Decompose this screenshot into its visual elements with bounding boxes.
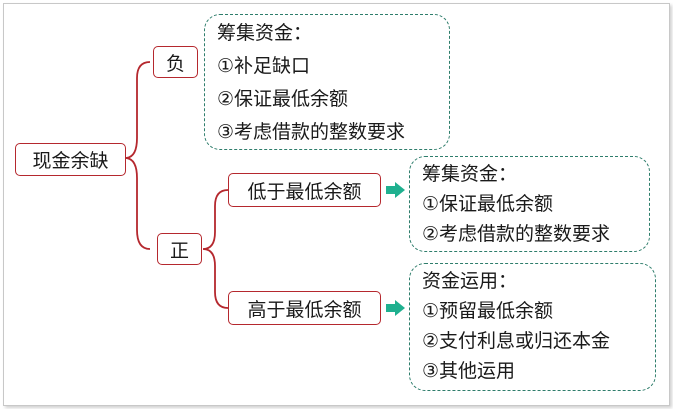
note-line: 筹集资金： (217, 22, 313, 44)
positive-node: 正 (157, 233, 202, 265)
root-label: 现金余缺 (32, 150, 109, 172)
below-min-node: 低于最低余额 (228, 173, 381, 207)
root-bracket (124, 61, 151, 250)
negative-label: 负 (165, 52, 185, 75)
right-arrow-icon (386, 182, 405, 198)
note-line: ①补足缺口 (217, 55, 311, 77)
positive-bracket (202, 189, 229, 309)
positive-label: 正 (169, 239, 189, 262)
note-line: ①保证最低余额 (422, 193, 554, 215)
note-line: ③考虑借款的整数要求 (217, 121, 406, 143)
right-arrow-icon (386, 300, 405, 316)
note-line: ①预留最低余额 (422, 300, 554, 322)
note-line: 资金运用： (422, 270, 518, 292)
note-line: ②保证最低余额 (217, 88, 349, 110)
above-min-note: 资金运用： ①预留最低余额 ②支付利息或归还本金 ③其他运用 (409, 263, 656, 391)
root-node: 现金余缺 (15, 143, 126, 176)
above-min-label: 高于最低余额 (247, 298, 362, 321)
below-min-note: 筹集资金： ①保证最低余额 ②考虑借款的整数要求 (409, 156, 650, 252)
above-min-node: 高于最低余额 (228, 291, 381, 325)
negative-note: 筹集资金： ①补足缺口 ②保证最低余额 ③考虑借款的整数要求 (204, 14, 450, 150)
below-min-label: 低于最低余额 (247, 180, 362, 203)
negative-node: 负 (153, 46, 198, 78)
note-line: ②考虑借款的整数要求 (422, 223, 611, 245)
note-line: ③其他运用 (422, 360, 516, 382)
note-line: 筹集资金： (422, 163, 518, 185)
note-line: ②支付利息或归还本金 (422, 330, 611, 352)
